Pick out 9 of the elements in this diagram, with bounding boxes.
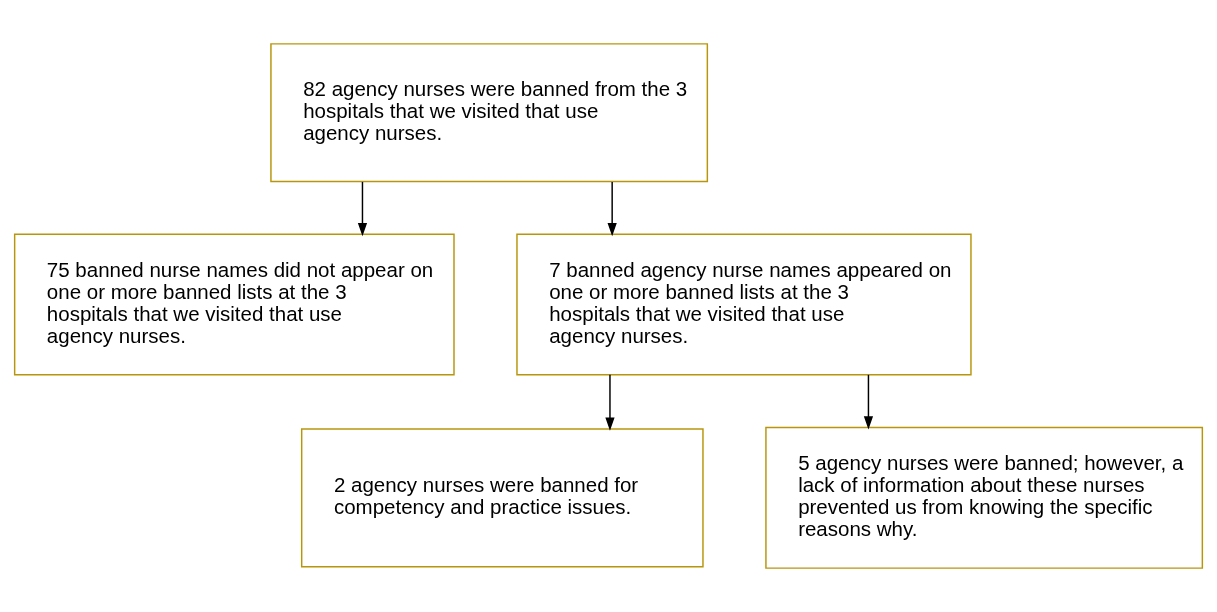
arrow [863, 374, 874, 430]
node-box: 75 banned nurse names did not appear on one or more banned lists at the 3 hospitals that we visited that use agency nurses. [13, 233, 455, 376]
arrow [605, 374, 615, 431]
node-box: 7 banned agency nurse names appeared on one or more banned lists at the 3 hospitals that we visited that use agency nurses. [516, 233, 972, 376]
arrow [607, 181, 617, 237]
node-box: 82 agency nurses were banned from the 3 hospitals that we visited that use agency nurses. [270, 43, 709, 183]
node-box: 2 agency nurses were banned for competency and practice issues. [300, 428, 704, 568]
node-box: 5 agency nurses were banned; however, a lack of information about these nurses prevented us from knowing the specific reasons why. [765, 426, 1204, 569]
arrow [357, 181, 368, 237]
